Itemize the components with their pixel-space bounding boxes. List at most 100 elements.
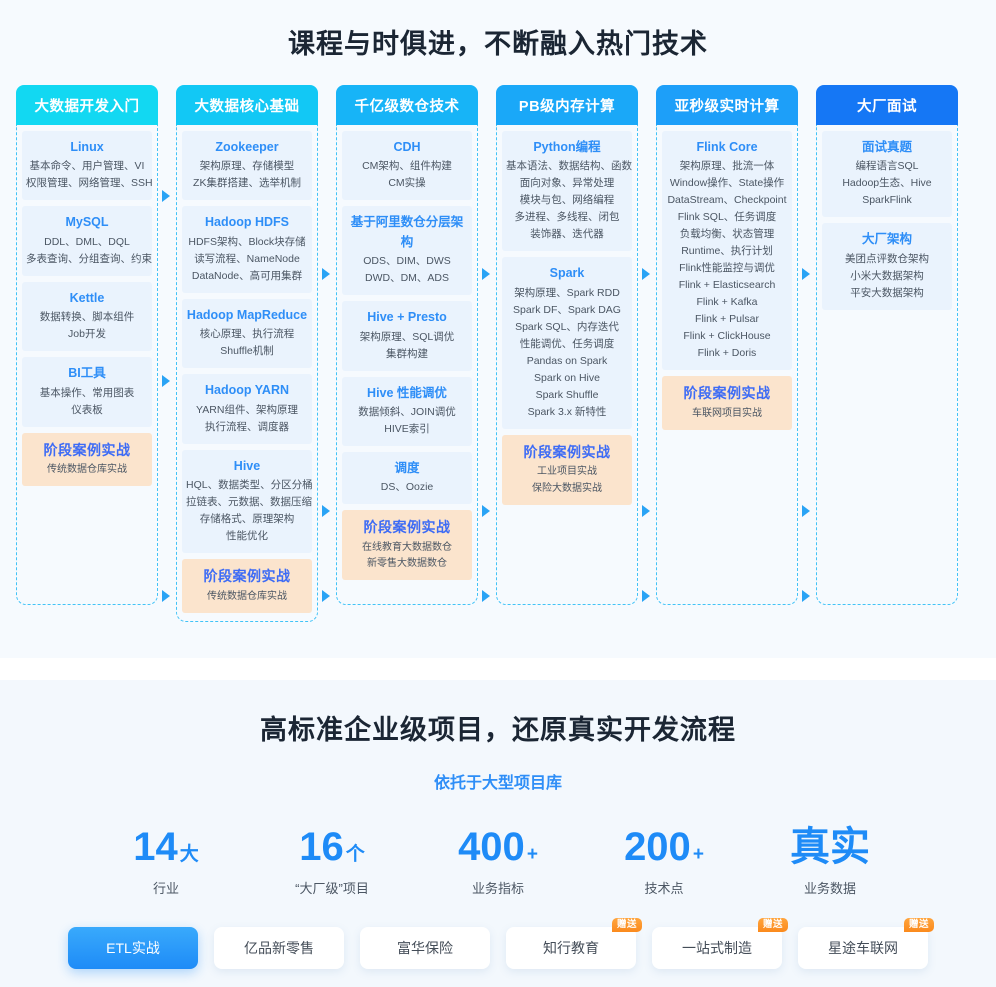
roadmap-card-line: 权限管理、网络管理、SSH (26, 177, 153, 190)
chevron-right-icon (802, 590, 810, 602)
project-tab-5[interactable]: 一站式制造赠送 (652, 917, 788, 969)
roadmap-card-title: 大厂架构 (861, 232, 912, 247)
roadmap-highlight-card[interactable]: 阶段案例实战车联网项目实战 (662, 376, 792, 431)
roadmap-card-line: 拉链表、元数据、数据压缩 (186, 495, 312, 508)
roadmap-card[interactable]: Python编程基本语法、数据结构、函数面向对象、异常处理模块与包、网络编程多进… (502, 131, 632, 252)
roadmap-card-line: DataStream、Checkpoint (667, 194, 787, 207)
roadmap-card-line: DDL、DML、DQL (44, 235, 130, 248)
roadmap-card[interactable]: 大厂架构美团点评数仓架构小米大数据架构平安大数据架构 (822, 223, 952, 310)
roadmap-card-line: DS、Oozie (380, 481, 434, 494)
roadmap-column-header[interactable]: 亚秒级实时计算 (656, 85, 798, 125)
project-tab-1[interactable]: ETL实战 (68, 926, 198, 969)
roadmap-card-line: 架构原理、批流一体 (679, 160, 775, 173)
roadmap-highlight-card[interactable]: 阶段案例实战传统数据仓库实战 (22, 432, 152, 487)
roadmap-card-title: Spark (549, 266, 585, 281)
chevron-right-icon (162, 375, 170, 387)
roadmap-card-title: 面试真题 (861, 140, 912, 154)
roadmap-card-line: 传统数据仓库实战 (47, 464, 127, 476)
roadmap-column-header[interactable]: 大厂面试 (816, 85, 958, 125)
stat-number: 真实 (790, 824, 870, 869)
roadmap-card-line: Pandas on Spark (526, 354, 608, 367)
roadmap-card[interactable]: BI工具基本操作、常用图表仪表板 (22, 357, 152, 427)
roadmap-card-title: Hive 性能调优 (367, 385, 447, 400)
project-tab-2[interactable]: 亿品新零售 (214, 926, 344, 969)
chevron-right-icon (322, 268, 330, 280)
chevron-right-icon (802, 505, 810, 517)
roadmap-card-title: MySQL (65, 215, 109, 230)
roadmap-card-line: 架构原理、存储模型 (199, 160, 295, 173)
roadmap-card-title: 阶段案例实战 (363, 519, 451, 536)
chevron-right-icon (642, 268, 650, 280)
roadmap-card-line: Flink + Pulsar (695, 313, 759, 326)
roadmap-card-line: 工业项目实战 (537, 466, 597, 478)
roadmap-card-title: Flink Core (696, 140, 758, 154)
stat-number: 200 (624, 824, 691, 869)
roadmap-column-header[interactable]: 大数据开发入门 (16, 85, 158, 125)
roadmap-card-line: 面向对象、异常处理 (519, 177, 615, 190)
project-tab-label: 富华保险 (397, 939, 453, 956)
project-tab-label: 一站式制造 (682, 939, 752, 956)
projects-title: 高标准企业级项目，还原真实开发流程 (260, 714, 736, 745)
stat-label: 技术点 (644, 880, 684, 896)
roadmap-card-line: Flink + Kafka (696, 296, 758, 309)
roadmap-column-header[interactable]: 千亿级数仓技术 (336, 85, 478, 125)
roadmap-card-line: Spark on Hive (534, 371, 600, 384)
roadmap-card-line: 核心原理、执行流程 (199, 328, 295, 341)
stat-suffix: 大 (179, 843, 199, 865)
roadmap-card-line: 小米大数据架构 (850, 269, 924, 282)
roadmap-card-line: Spark Shuffle (535, 388, 599, 401)
chevron-right-icon (162, 190, 170, 202)
roadmap-card-title: BI工具 (68, 366, 106, 381)
roadmap-highlight-card[interactable]: 阶段案例实战传统数据仓库实战 (182, 558, 312, 613)
project-tab-3[interactable]: 富华保险 (360, 926, 490, 969)
roadmap-card-line: DWD、DM、ADS (365, 272, 449, 285)
project-tab-label: 星途车联网 (828, 939, 898, 956)
roadmap-card-line: 性能调优、任务调度 (519, 337, 615, 350)
roadmap-card-line: 编程语言SQL (855, 160, 919, 173)
roadmap-card-title: CDH (393, 140, 421, 154)
project-tab-4[interactable]: 知行教育赠送 (506, 917, 642, 969)
stat-item-4: 200+技术点 (581, 827, 747, 897)
roadmap-card-title: 阶段案例实战 (683, 385, 771, 402)
project-tab-6[interactable]: 星途车联网赠送 (798, 917, 934, 969)
roadmap-card-title: 阶段案例实战 (43, 441, 131, 458)
roadmap-card-title: Zookeeper (215, 140, 279, 154)
roadmap-column-header[interactable]: PB级内存计算 (496, 85, 638, 125)
gift-badge: 赠送 (903, 917, 934, 933)
roadmap-highlight-card[interactable]: 阶段案例实战工业项目实战保险大数据实战 (502, 434, 632, 505)
project-tab-label: ETL实战 (106, 939, 160, 956)
roadmap-card-line: Spark DF、Spark DAG (513, 303, 621, 316)
roadmap-card-line: CM实操 (388, 177, 426, 190)
section-divider (0, 657, 996, 680)
roadmap-column-header[interactable]: 大数据核心基础 (176, 85, 318, 125)
stat-suffix: + (526, 843, 538, 865)
roadmap-card-line: 在线教育大数据数仓 (362, 541, 452, 553)
roadmap-card-line: DataNode、高可用集群 (191, 269, 303, 282)
roadmap-highlight-card[interactable]: 阶段案例实战在线教育大数据数仓新零售大数据数仓 (342, 510, 472, 581)
roadmap-card-line: 架构原理、SQL调优 (359, 330, 455, 343)
